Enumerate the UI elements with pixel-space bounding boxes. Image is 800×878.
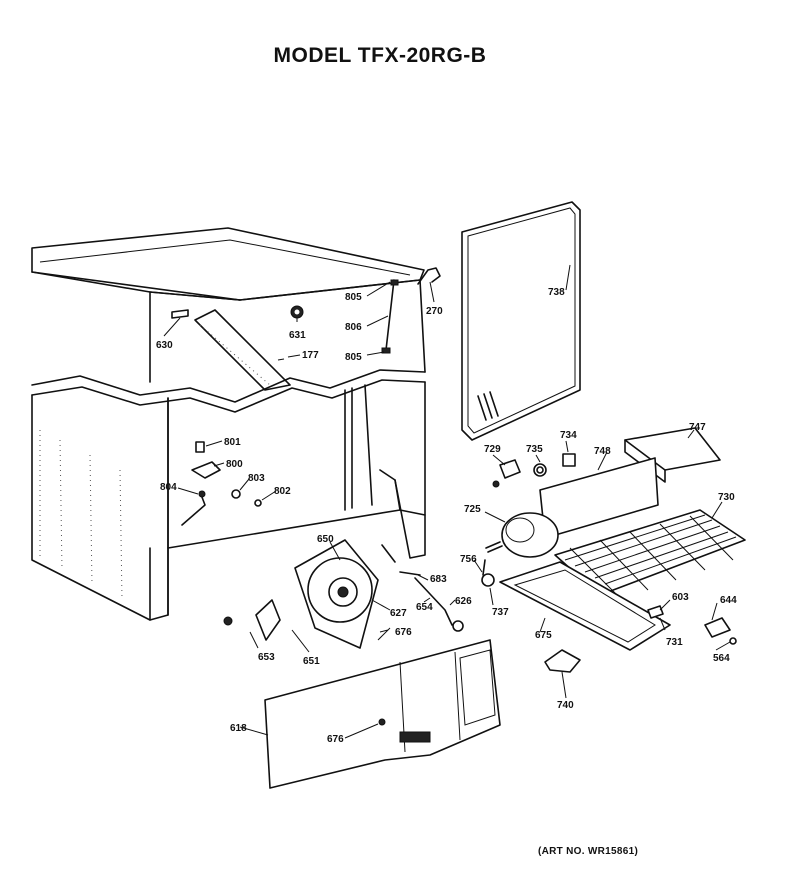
part-label-734: 734 (560, 430, 577, 441)
part-label-618: 618 (230, 723, 247, 734)
part-label-675: 675 (535, 630, 552, 641)
part-label-631: 631 (289, 330, 306, 341)
part-label-730: 730 (718, 492, 735, 503)
part-label-800: 800 (226, 459, 243, 470)
part-label-805-bottom: 805 (345, 352, 362, 363)
art-number: (ART NO. WR15861) (538, 846, 639, 857)
part-label-805-top: 805 (345, 292, 362, 303)
part-label-676-top: 676 (395, 627, 412, 638)
bottom-cover-drawing (264, 639, 501, 789)
leader-lines (163, 264, 731, 739)
compressor-assembly-drawing (481, 427, 746, 673)
part-label-270: 270 (426, 306, 443, 317)
part-label-654: 654 (416, 602, 433, 613)
fan-assembly-drawing (223, 539, 464, 649)
part-label-650: 650 (317, 534, 334, 545)
part-label-683: 683 (430, 574, 447, 585)
part-label-756: 756 (460, 554, 477, 565)
back-panel-drawing (461, 201, 581, 441)
part-label-738: 738 (548, 287, 565, 298)
part-label-627: 627 (390, 608, 407, 619)
part-label-644: 644 (720, 595, 737, 606)
part-label-737: 737 (492, 607, 509, 618)
part-label-725: 725 (464, 504, 481, 515)
part-label-803: 803 (248, 473, 265, 484)
part-label-806: 806 (345, 322, 362, 333)
part-label-630: 630 (156, 340, 173, 351)
part-label-626: 626 (455, 596, 472, 607)
part-label-748: 748 (594, 446, 611, 457)
part-label-564: 564 (713, 653, 730, 664)
part-label-740: 740 (557, 700, 574, 711)
part-label-804: 804 (160, 482, 177, 493)
part-label-177: 177 (302, 350, 319, 361)
part-label-603: 603 (672, 592, 689, 603)
cabinet-drawing (31, 227, 441, 621)
part-label-653: 653 (258, 652, 275, 663)
diagram-title: MODEL TFX-20RG-B (273, 44, 487, 67)
part-label-735: 735 (526, 444, 543, 455)
part-label-676-bottom: 676 (327, 734, 344, 745)
part-label-731: 731 (666, 637, 683, 648)
part-label-802: 802 (274, 486, 291, 497)
part-number-labels: 630 631 177 805 806 805 270 738 801 800 … (156, 287, 737, 745)
part-label-651: 651 (303, 656, 320, 667)
part-label-729: 729 (484, 444, 501, 455)
part-label-747: 747 (689, 422, 706, 433)
part-label-801: 801 (224, 437, 241, 448)
